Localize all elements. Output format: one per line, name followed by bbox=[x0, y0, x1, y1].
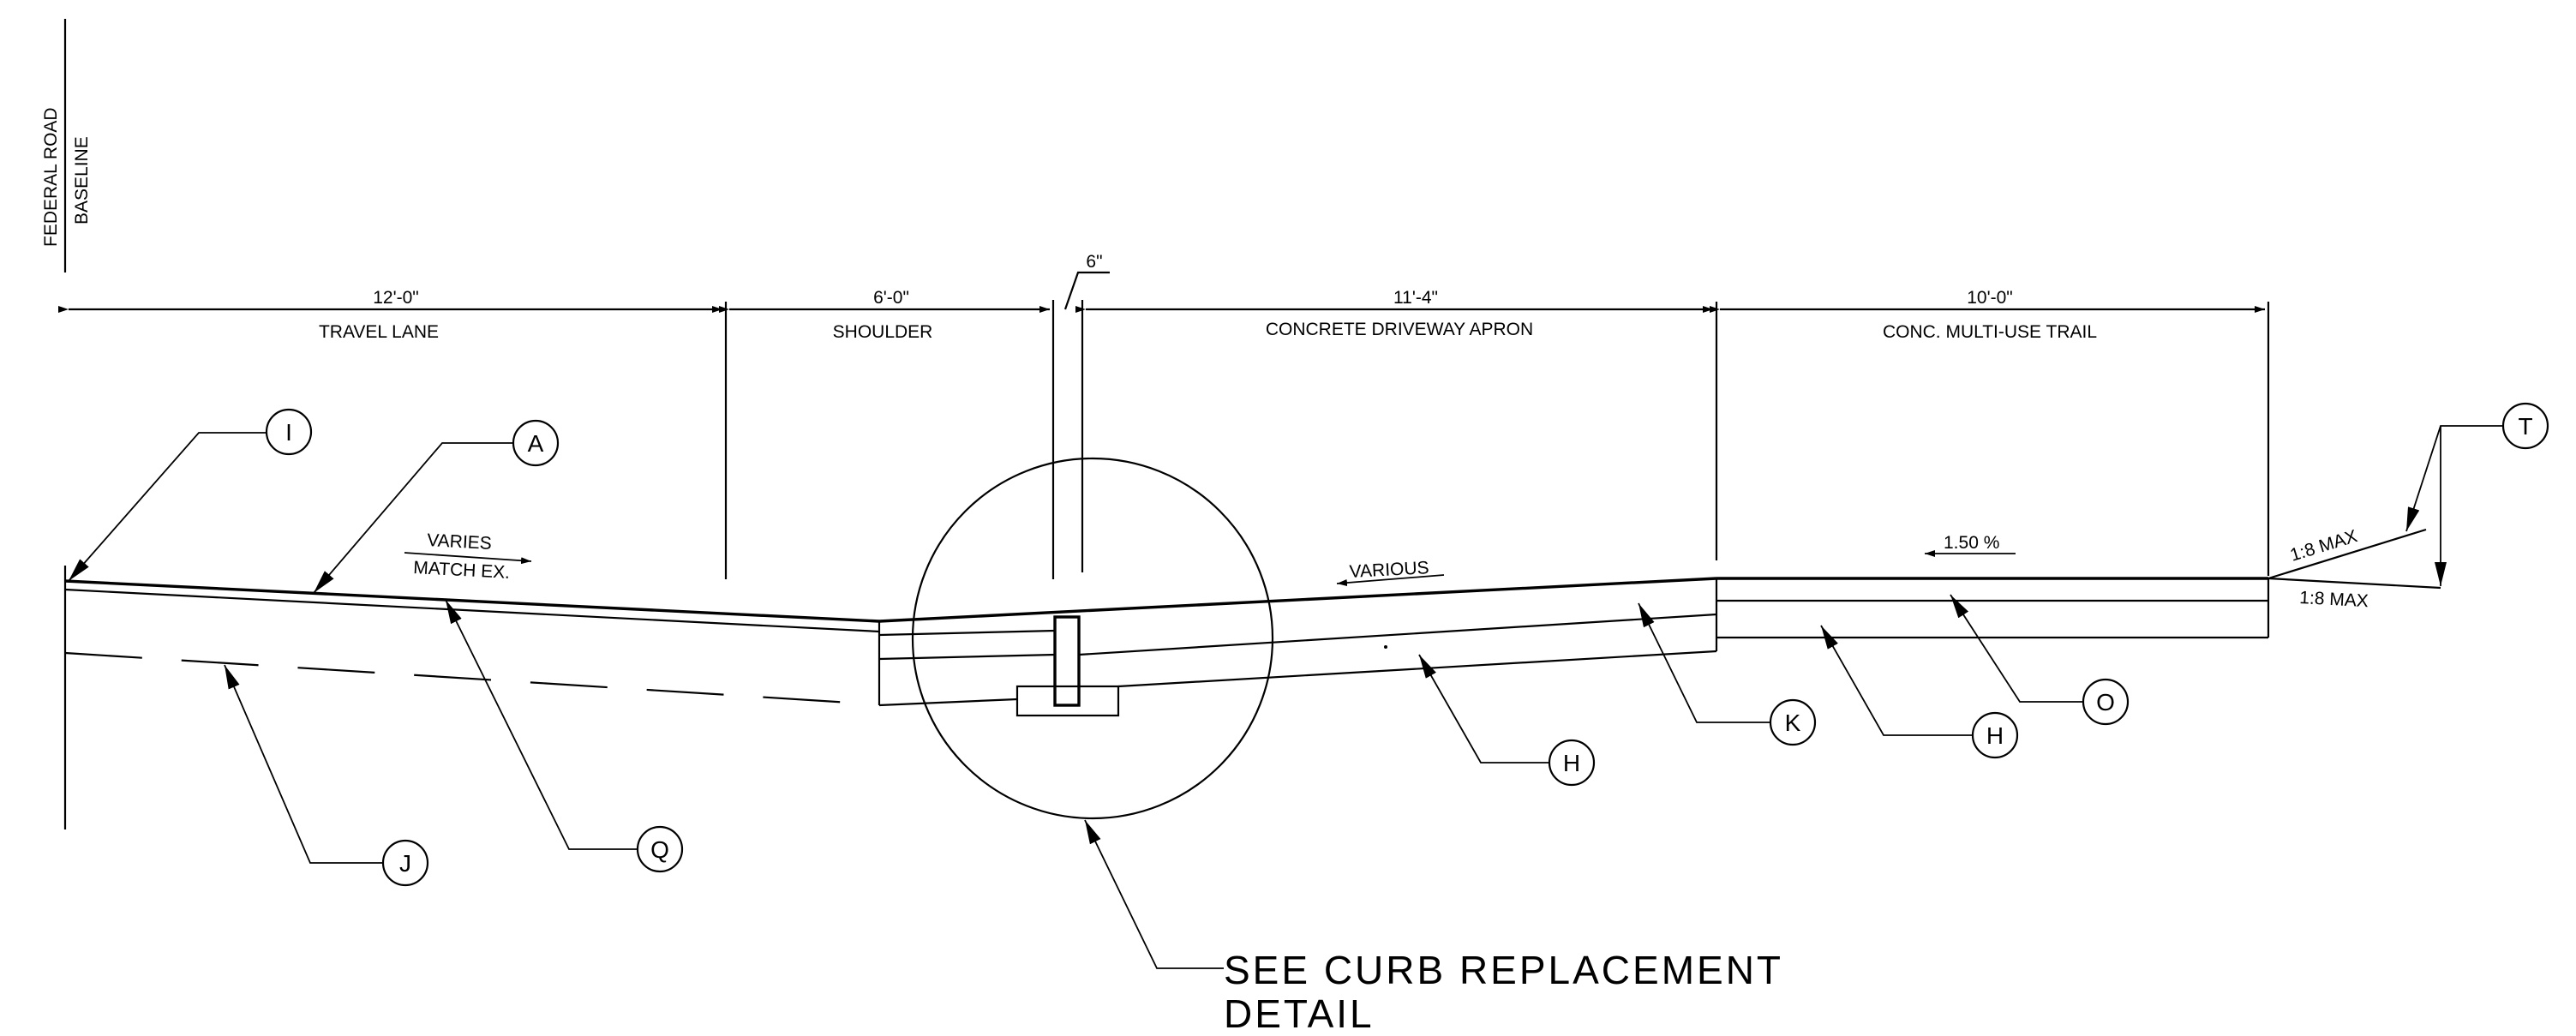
callout-j[interactable]: J bbox=[381, 839, 429, 887]
slope-side-lower: 1:8 MAX bbox=[2299, 588, 2369, 611]
slope-trail: 1.50 % bbox=[1925, 533, 2016, 557]
callout-j-label: J bbox=[399, 850, 411, 877]
dimension-curb: 6" bbox=[1086, 252, 1102, 272]
slope-lane-line1: VARIES bbox=[427, 530, 493, 554]
detail-note-line2: DETAIL bbox=[1224, 991, 1375, 1036]
label-trail: CONC. MULTI-USE TRAIL bbox=[1883, 322, 2097, 342]
dimension-travel-lane: 12'-0" bbox=[373, 288, 419, 308]
callout-i-label: I bbox=[285, 419, 292, 446]
callout-leaders bbox=[68, 425, 2503, 969]
label-travel-lane: TRAVEL LANE bbox=[319, 322, 439, 342]
callout-h-apron-label: H bbox=[1563, 750, 1580, 776]
dimension-trail: 10'-0" bbox=[1967, 288, 2013, 308]
callout-t-label: T bbox=[2518, 413, 2532, 440]
side-slopes bbox=[2267, 528, 2441, 590]
callout-o[interactable]: O bbox=[2082, 678, 2130, 726]
slope-lane: VARIES MATCH EX. bbox=[404, 530, 532, 583]
dimension-lines bbox=[58, 271, 2270, 579]
dimension-shoulder: 6'-0" bbox=[873, 288, 909, 308]
slope-apron: VARIOUS bbox=[1336, 558, 1445, 587]
road-surface bbox=[64, 579, 880, 633]
callout-k-label: K bbox=[1785, 710, 1801, 736]
slope-side-upper: 1:8 MAX bbox=[2288, 526, 2360, 566]
label-apron: CONCRETE DRIVEWAY APRON bbox=[1266, 320, 1533, 339]
callout-h-apron[interactable]: H bbox=[1548, 739, 1596, 787]
detail-note: SEE CURB REPLACEMENT DETAIL bbox=[1224, 948, 1783, 1036]
detail-note-line1: SEE CURB REPLACEMENT bbox=[1224, 948, 1783, 992]
callout-q-label: Q bbox=[650, 836, 669, 863]
dimension-apron: 11'-4" bbox=[1393, 288, 1438, 308]
multi-use-trail bbox=[1716, 577, 2270, 639]
slope-apron-label: VARIOUS bbox=[1349, 558, 1429, 582]
slope-trail-label: 1.50 % bbox=[1944, 533, 1999, 553]
callout-h-trail[interactable]: H bbox=[1971, 711, 2019, 759]
baseline-label-line1: FEDERAL ROAD bbox=[41, 107, 61, 247]
callout-q[interactable]: Q bbox=[636, 825, 684, 873]
curb-detail-circle bbox=[911, 457, 1274, 820]
shoulder-curb-apron bbox=[878, 577, 1718, 707]
callout-o-label: O bbox=[2096, 689, 2115, 716]
callout-i[interactable]: I bbox=[265, 408, 313, 456]
subgrade-dashed-line bbox=[64, 651, 878, 706]
callout-k[interactable]: K bbox=[1769, 698, 1817, 746]
baseline: FEDERAL ROAD BASELINE bbox=[41, 19, 92, 829]
baseline-label-line2: BASELINE bbox=[72, 136, 92, 225]
callout-t[interactable]: T bbox=[2501, 402, 2549, 450]
survey-point bbox=[1384, 645, 1387, 649]
slope-lane-line2: MATCH EX. bbox=[413, 558, 511, 583]
callout-a[interactable]: A bbox=[512, 419, 560, 467]
label-shoulder: SHOULDER bbox=[833, 322, 933, 342]
curb-section bbox=[1015, 615, 1120, 717]
callout-a-label: A bbox=[528, 430, 544, 457]
callout-h-trail-label: H bbox=[1986, 722, 2004, 749]
